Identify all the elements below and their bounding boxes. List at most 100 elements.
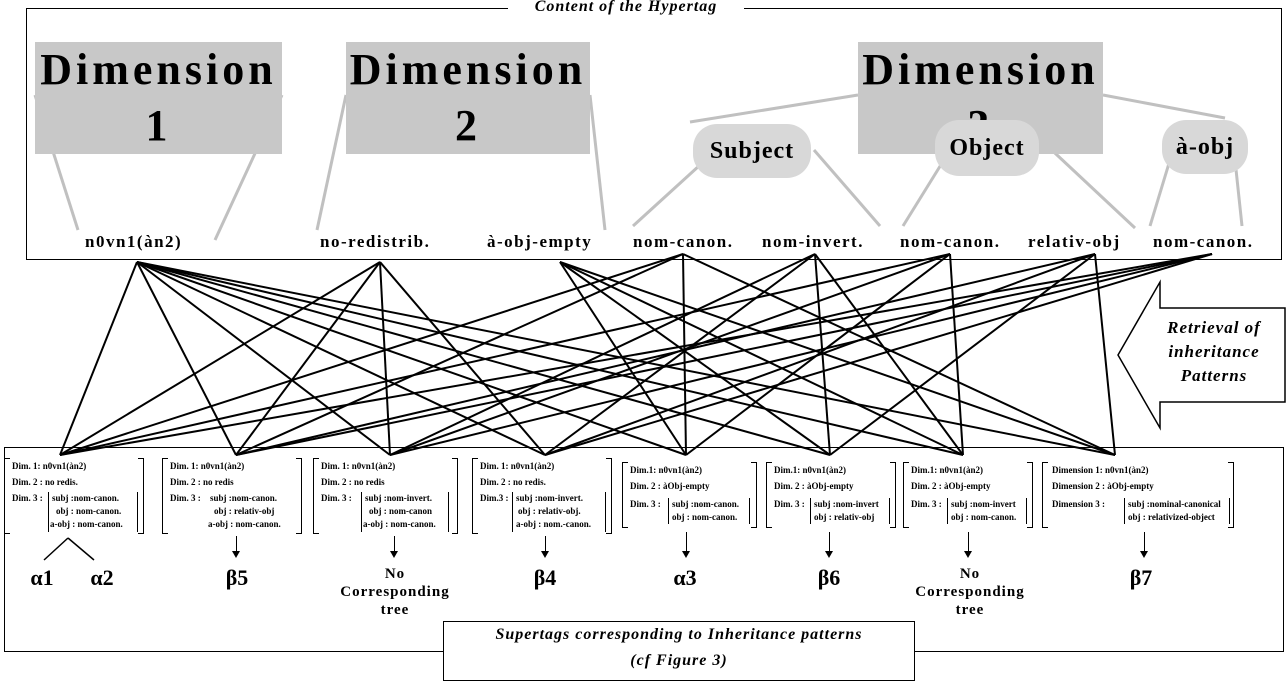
no-corr-line3: tree xyxy=(955,602,985,618)
card-dim3: Dim. 3 : xyxy=(630,499,661,509)
card-dim3: Dim. 3 : xyxy=(321,493,352,503)
retrieval-arrow xyxy=(1117,279,1286,431)
card-aobj: a-obj : nom-canon. xyxy=(50,519,123,529)
no-corresponding-tree-2: No Corresponding tree xyxy=(905,565,1035,619)
card-dim1: Dim. 1: n0vn1(àn2) xyxy=(12,461,87,471)
leaf-object-nom-canon: nom-canon. xyxy=(900,232,1001,251)
supertag-card-8: Dimension 1: n0vn1(àn2) Dimension 2 : àO… xyxy=(1042,462,1234,528)
leaf-aobj-empty: à-obj-empty xyxy=(487,232,593,251)
no-corr-line3: tree xyxy=(380,602,410,618)
card-dim2: Dimension 2 : àObj-empty xyxy=(1052,481,1154,491)
down-arrow-icon xyxy=(1140,532,1148,558)
card-dim1: Dim.1: n0vn1(àn2) xyxy=(911,465,984,475)
down-arrow-icon xyxy=(390,536,398,558)
card-subj: subj :nom-invert xyxy=(814,499,879,509)
leaf-n0vn1: n0vn1(àn2) xyxy=(85,232,183,251)
leaf-aobj-nom-canon: nom-canon. xyxy=(1153,232,1254,251)
card-dim2: Dim. 2 : no redis. xyxy=(12,477,78,487)
card-aobj: a-obj : nom-canon. xyxy=(363,519,436,529)
supertag-card-6: Dim.1: n0vn1(àn2) Dim. 2 : àObj-empty Di… xyxy=(766,462,896,528)
supertag-card-1: Dim. 1: n0vn1(àn2) Dim. 2 : no redis. Di… xyxy=(4,458,144,534)
tree-beta7: β7 xyxy=(1129,565,1153,590)
supertags-caption-line1: Supertags corresponding to Inheritance p… xyxy=(495,626,863,643)
retrieval-line3: Patterns xyxy=(1180,366,1248,385)
card-obj: obj : relativ-obj. xyxy=(518,506,581,516)
card-dim2: Dim. 2 : no redis xyxy=(170,477,234,487)
card-dim1: Dim.1: n0vn1(àn2) xyxy=(630,465,703,475)
card-dim1: Dim.1: n0vn1(àn2) xyxy=(774,465,847,475)
no-corr-line2: Corresponding xyxy=(340,584,450,600)
supertag-card-7: Dim.1: n0vn1(àn2) Dim. 2 : àObj-empty Di… xyxy=(903,462,1033,528)
card-dim2: Dim. 2 : àObj-empty xyxy=(911,481,991,491)
tree-beta5: β5 xyxy=(225,565,249,590)
card-dim2: Dim. 2 : no redis xyxy=(321,477,385,487)
tree-alpha2: α2 xyxy=(90,565,114,590)
card-subj: subj :nom-invert xyxy=(951,499,1016,509)
card-obj: obj : relativ-obj xyxy=(214,506,275,516)
dimension-3-title: Dimension 3 xyxy=(858,42,1103,154)
leaf-object-relativ-obj: relativ-obj xyxy=(1028,232,1121,251)
supertag-card-4: Dim. 1: n0vn1(àn2) Dim. 2 : no redis. Di… xyxy=(472,458,612,534)
leaf-no-redistrib: no-redistrib. xyxy=(320,232,431,251)
supertags-caption: Supertags corresponding to Inheritance p… xyxy=(443,621,915,681)
card-dim3: Dim. 3 : xyxy=(911,499,942,509)
card-dim2: Dim. 2 : àObj-empty xyxy=(774,481,854,491)
down-arrow-icon xyxy=(825,532,833,558)
tree-beta6: β6 xyxy=(817,565,841,590)
card-subj: subj :nom-invert. xyxy=(365,493,432,503)
alpha-fork xyxy=(43,537,95,561)
supertag-card-3: Dim. 1: n0vn1(àn2) Dim. 2 : no redis Dim… xyxy=(313,458,458,534)
down-arrow-icon xyxy=(232,536,240,558)
card-dim3: Dimension 3 : xyxy=(1052,499,1106,509)
card-subj: subj :nom-canon. xyxy=(52,493,120,503)
aobj-node: à-obj xyxy=(1162,120,1248,174)
subject-node: Subject xyxy=(693,124,811,178)
card-aobj: a-obj : nom-canon. xyxy=(208,519,281,529)
card-obj: obj : nom-canon. xyxy=(56,506,122,516)
down-arrow-icon xyxy=(541,536,549,558)
card-aobj: a-obj : nom.-canon. xyxy=(516,519,592,529)
down-arrow-icon xyxy=(682,532,690,558)
hypertag-caption: Content of the Hypertag xyxy=(508,0,744,17)
tree-alpha3: α3 xyxy=(673,565,697,590)
no-corr-line1: No xyxy=(384,566,406,582)
supertag-card-2: Dim. 1: n0vn1(àn2) Dim. 2 : no redis Dim… xyxy=(162,458,302,534)
retrieval-label: Retrieval of inheritance Patterns xyxy=(1148,316,1280,388)
no-corresponding-tree-1: No Corresponding tree xyxy=(330,565,460,619)
card-obj: obj : nom-canon xyxy=(369,506,433,516)
dimension-1-title: Dimension 1 xyxy=(35,42,282,154)
card-dim3: Dim. 3 : xyxy=(774,499,805,509)
card-obj: obj : nom-canon. xyxy=(951,512,1017,522)
dimension-2-title: Dimension 2 xyxy=(346,42,590,154)
card-dim2: Dim. 2 : àObj-empty xyxy=(630,481,710,491)
card-dim1: Dim. 1: n0vn1(àn2) xyxy=(321,461,396,471)
card-subj: subj :nominal-canonical xyxy=(1128,499,1221,509)
card-dim1: Dim. 1: n0vn1(àn2) xyxy=(170,461,245,471)
supertags-caption-line2: (cf Figure 3) xyxy=(630,652,728,669)
card-dim3: Dim. 3 : xyxy=(170,493,201,503)
card-subj: subj :nom-canon. xyxy=(210,493,278,503)
card-dim3: Dim.3 : xyxy=(480,493,509,503)
tree-beta4: β4 xyxy=(533,565,557,590)
down-arrow-icon xyxy=(964,532,972,558)
card-subj: subj :nom-canon. xyxy=(672,499,740,509)
card-obj: obj : relativized-object xyxy=(1128,512,1215,522)
card-dim2: Dim. 2 : no redis. xyxy=(480,477,546,487)
card-dim3: Dim. 3 : xyxy=(12,493,43,503)
retrieval-line2: inheritance xyxy=(1168,342,1260,361)
retrieval-line1: Retrieval of xyxy=(1167,318,1261,337)
no-corr-line1: No xyxy=(959,566,981,582)
card-subj: subj :nom-invert. xyxy=(516,493,583,503)
leaf-subject-nom-invert: nom-invert. xyxy=(762,232,864,251)
no-corr-line2: Corresponding xyxy=(915,584,1025,600)
card-obj: obj : relativ-obj xyxy=(814,512,875,522)
supertag-card-5: Dim.1: n0vn1(àn2) Dim. 2 : àObj-empty Di… xyxy=(622,462,757,528)
inheritance-lines xyxy=(59,253,1213,456)
leaf-subject-nom-canon: nom-canon. xyxy=(633,232,734,251)
card-dim1: Dim. 1: n0vn1(àn2) xyxy=(480,461,555,471)
object-node: Object xyxy=(935,120,1039,176)
tree-alpha1: α1 xyxy=(30,565,54,590)
hierarchy-edges xyxy=(33,93,1244,241)
card-dim1: Dimension 1: n0vn1(àn2) xyxy=(1052,465,1149,475)
